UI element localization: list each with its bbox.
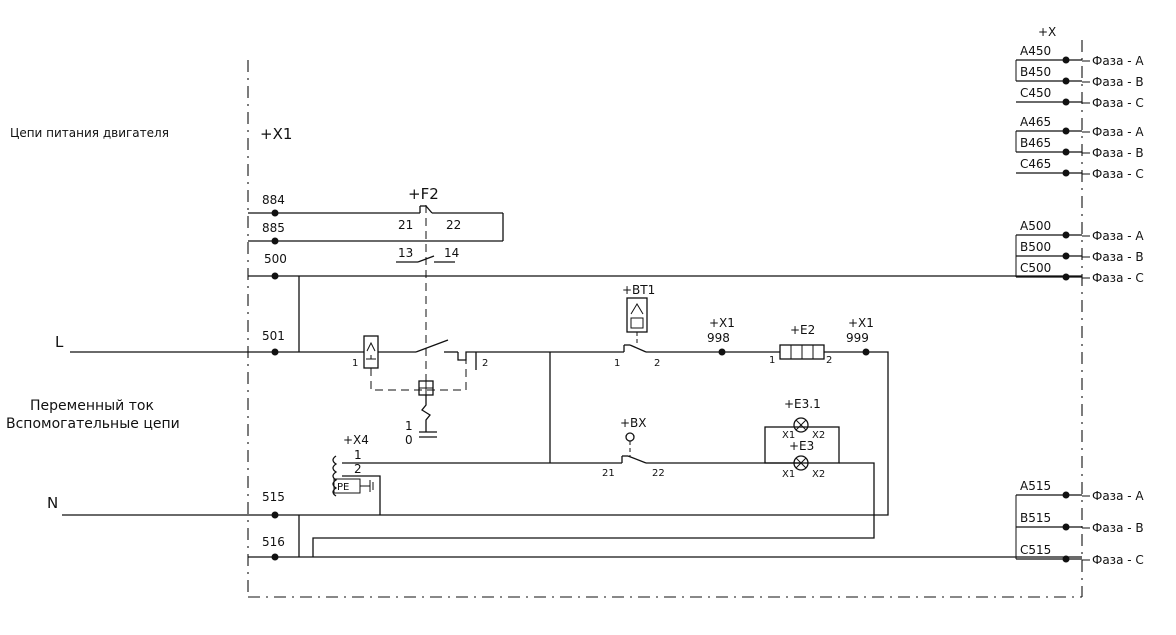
- bx-pin-22: 22: [652, 468, 665, 479]
- phase-terminal-code: A465: [1020, 115, 1051, 129]
- phase-terminal-code: C465: [1020, 157, 1051, 171]
- terminal-998: 998: [707, 331, 730, 345]
- phase-terminal-code: B450: [1020, 65, 1051, 79]
- alternating-current-label: Переменный ток: [30, 398, 154, 414]
- terminal-dots: [271, 209, 870, 561]
- bx-row: +X4 1 2 PE +BX 21 22: [332, 416, 800, 515]
- enclosure-boundary: [247, 40, 1083, 598]
- x1-998-label: +X1: [709, 316, 735, 330]
- neutral-wires: [62, 514, 1082, 558]
- phase-terminal-code: A515: [1020, 479, 1051, 493]
- phase-label: Фаза - B: [1092, 146, 1144, 160]
- phase-label: Фаза - A: [1092, 229, 1144, 243]
- line-n-label: N: [47, 494, 58, 512]
- terminal-999: 999: [846, 331, 869, 345]
- phase-label: Фаза - B: [1092, 521, 1144, 535]
- phase-terminal-code: A450: [1020, 44, 1051, 58]
- wire-999-return: [248, 351, 889, 516]
- e31-pin-x1: X1: [782, 430, 795, 441]
- pe-label: PE: [337, 482, 349, 493]
- e2-heater: +E2 1 2: [722, 323, 866, 366]
- bt1-label: +BT1: [622, 283, 655, 297]
- phase-terminal-code: C500: [1020, 261, 1051, 275]
- relay-pin-0: 0: [405, 433, 413, 447]
- x1-999-label: +X1: [848, 316, 874, 330]
- phase-label: Фаза - C: [1092, 167, 1144, 181]
- wire-501-label: 501: [262, 329, 285, 343]
- wire-515-label: 515: [262, 490, 285, 504]
- phase-terminal-code: B465: [1020, 136, 1051, 150]
- x1-terminal-label: +X1: [260, 125, 292, 143]
- e3-label: +E3: [789, 439, 814, 453]
- phase-terminal-code: C515: [1020, 543, 1051, 557]
- x4-pin-2: 2: [354, 462, 362, 476]
- bt1-thermostat: +BT1 1 2: [614, 283, 722, 369]
- bx-pin-21: 21: [602, 468, 615, 479]
- phase-terminal-code: C450: [1020, 86, 1051, 100]
- f2-label: +F2: [408, 185, 439, 203]
- bx-label: +BX: [620, 416, 647, 430]
- phase-terminal-code: B515: [1020, 511, 1051, 525]
- e31-pin-x2: X2: [812, 430, 825, 441]
- phase-terminal-code: B500: [1020, 240, 1051, 254]
- f2-pin-13: 13: [398, 246, 413, 260]
- phase-label: Фаза - A: [1092, 489, 1144, 503]
- phase-label: Фаза - A: [1092, 54, 1144, 68]
- terminal-x-label: +X: [1038, 25, 1056, 39]
- f2-pin-14: 14: [444, 246, 459, 260]
- x4-label: +X4: [343, 433, 369, 447]
- motor-circuits-label: Цепи питания двигателя: [10, 126, 169, 140]
- e2-label: +E2: [790, 323, 815, 337]
- wire-884-label: 884: [262, 193, 285, 207]
- phase-label: Фаза - B: [1092, 250, 1144, 264]
- wire-500-label: 500: [264, 252, 287, 266]
- breaker-pin-2: 2: [482, 358, 488, 369]
- breaker-pin-1: 1: [352, 358, 358, 369]
- e3-pin-x2: X2: [812, 469, 825, 480]
- wire-885-label: 885: [262, 221, 285, 235]
- e31-label: +E3.1: [784, 397, 821, 411]
- f2-circuit: +F2 21 22 13 14: [248, 185, 504, 395]
- phase-label: Фаза - A: [1092, 125, 1144, 139]
- f2-pin-21: 21: [398, 218, 413, 232]
- bt1-pin-2: 2: [654, 358, 660, 369]
- wire-500: [248, 275, 1082, 352]
- e2-pin-2: 2: [826, 355, 832, 366]
- relay-pin-1: 1: [405, 419, 413, 433]
- lamp-group: +E3.1 X1 X2 +E3 X1 X2: [312, 397, 875, 557]
- f2-pin-22: 22: [446, 218, 461, 232]
- phase-label: Фаза - C: [1092, 553, 1144, 567]
- wire-501: 1 2 1 0: [70, 335, 624, 447]
- x4-pin-1: 1: [354, 448, 362, 462]
- wire-516-label: 516: [262, 535, 285, 549]
- phase-label: Фаза - B: [1092, 75, 1144, 89]
- e2-pin-1: 1: [769, 355, 775, 366]
- bt1-pin-1: 1: [614, 358, 620, 369]
- phase-label: Фаза - C: [1092, 96, 1144, 110]
- line-l-label: L: [55, 333, 64, 351]
- phase-label: Фаза - C: [1092, 271, 1144, 285]
- e3-pin-x1: X1: [782, 469, 795, 480]
- phase-terminal-code: A500: [1020, 219, 1051, 233]
- aux-circuits-label: Вспомогательные цепи: [6, 416, 180, 432]
